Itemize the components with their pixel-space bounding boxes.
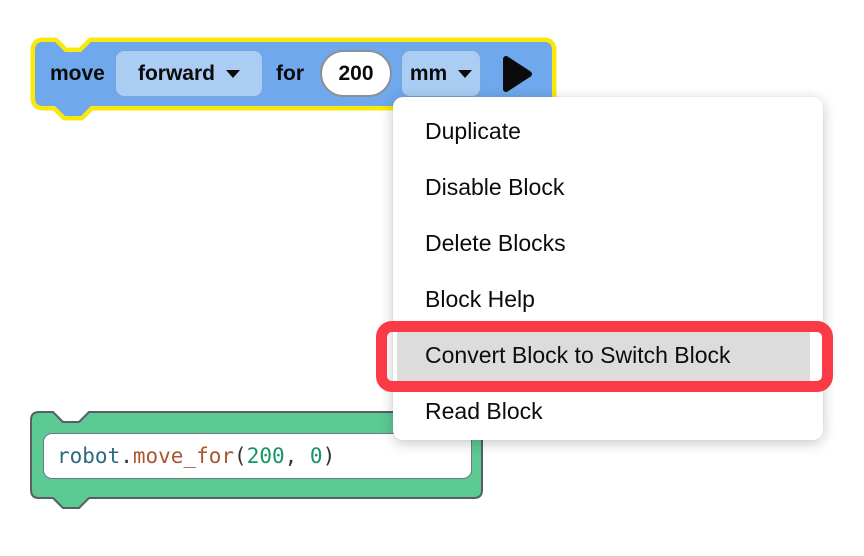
code-token: move_for bbox=[132, 444, 235, 468]
move-block[interactable]: move forward for 200 mm bbox=[28, 33, 563, 128]
code-token: . bbox=[120, 444, 133, 468]
direction-dropdown[interactable]: forward bbox=[115, 50, 263, 97]
distance-value: 200 bbox=[338, 61, 374, 85]
direction-value: forward bbox=[137, 61, 215, 85]
code-token: robot bbox=[57, 444, 121, 468]
code-field[interactable]: robot.move_for(200, 0) bbox=[43, 433, 472, 479]
chevron-down-icon bbox=[226, 69, 240, 78]
distance-input[interactable]: 200 bbox=[320, 50, 392, 97]
switch-code-block[interactable]: robot.move_for(200, 0) bbox=[26, 403, 491, 518]
move-label: move bbox=[50, 61, 105, 85]
code-token: ( bbox=[234, 444, 247, 468]
code-token: , bbox=[284, 444, 310, 468]
play-icon[interactable] bbox=[502, 55, 534, 93]
menu-item-delete-blocks[interactable]: Delete Blocks bbox=[425, 229, 566, 256]
menu-item-read-block[interactable]: Read Block bbox=[425, 397, 543, 424]
menu-item-convert-to-switch[interactable]: Convert Block to Switch Block bbox=[397, 327, 810, 383]
unit-value: mm bbox=[409, 61, 448, 85]
context-menu: Duplicate Disable Block Delete Blocks Bl… bbox=[393, 97, 823, 440]
chevron-down-icon bbox=[458, 69, 473, 78]
menu-item-disable-block[interactable]: Disable Block bbox=[425, 173, 565, 200]
code-token: 0 bbox=[309, 444, 323, 468]
code-token: 200 bbox=[246, 444, 285, 468]
menu-item-duplicate[interactable]: Duplicate bbox=[425, 117, 521, 144]
menu-item-block-help[interactable]: Block Help bbox=[425, 285, 535, 312]
unit-dropdown[interactable]: mm bbox=[401, 50, 481, 97]
code-token: ) bbox=[322, 444, 336, 468]
for-label: for bbox=[276, 61, 304, 85]
